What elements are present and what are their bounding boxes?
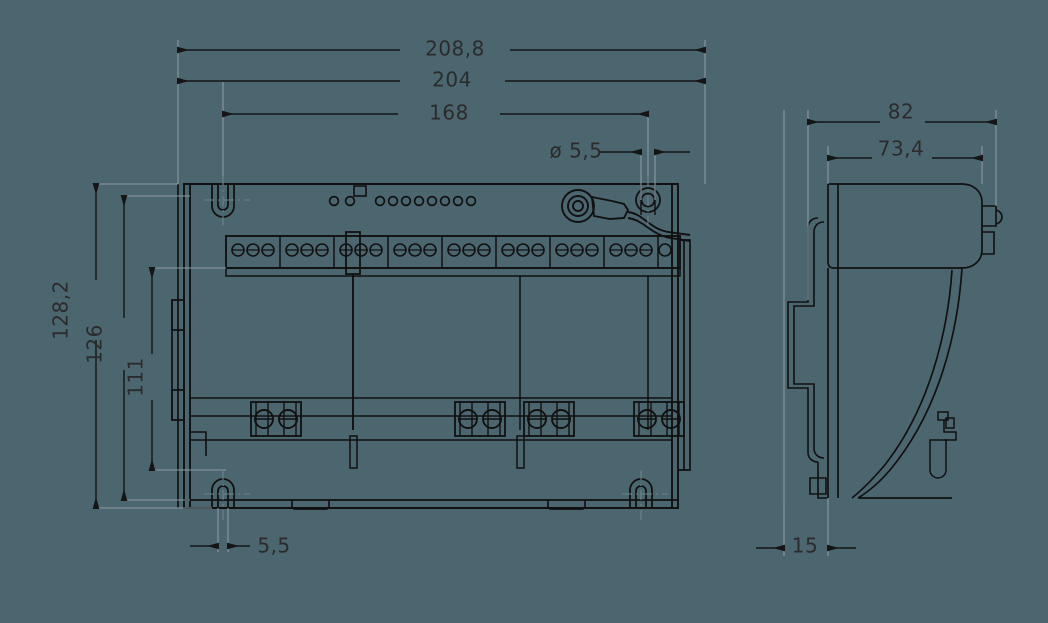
- lower-left-notch: [190, 431, 207, 456]
- dimension-lines: [92, 46, 997, 552]
- terminal-strip-top: [225, 235, 681, 277]
- terminal-block-3: [523, 401, 575, 437]
- dim-label-overall-height: 128,2: [49, 280, 73, 340]
- side-terminal-tab: [929, 411, 957, 479]
- dim-label-overall-depth: 82: [888, 100, 914, 124]
- centerlines: [204, 176, 668, 520]
- led-group-large: [374, 195, 477, 207]
- side-sloped-face: [851, 267, 963, 499]
- side-body-outline: [827, 183, 983, 498]
- front-view: [171, 183, 691, 510]
- dimension-extension-lines: [96, 40, 997, 556]
- internal-partitions: [190, 276, 672, 441]
- terminal-block-4: [633, 401, 685, 437]
- front-housing-outline: [183, 183, 679, 509]
- pin-details: [349, 435, 525, 469]
- dim-label-mount-width: 204: [432, 68, 472, 92]
- terminal-block-1: [250, 401, 302, 437]
- bottom-terminal-blocks: [250, 401, 685, 437]
- dim-label-clip-offset: 15: [792, 534, 818, 558]
- led-group-small: [328, 195, 356, 207]
- left-flange: [171, 184, 185, 508]
- antenna-connector: [561, 189, 691, 242]
- dim-label-inner-height: 111: [124, 357, 148, 397]
- dim-label-body-height: 126: [83, 324, 107, 364]
- dim-label-body-depth: 73,4: [878, 137, 925, 161]
- dim-label-hole-spacing: 168: [429, 101, 469, 125]
- dim-label-hole-diameter: ø 5,5: [550, 139, 603, 163]
- side-view: [783, 110, 1003, 499]
- din-rail-clip: [787, 217, 828, 499]
- side-connector-boss: [982, 205, 1003, 255]
- bottom-feet: [291, 500, 586, 510]
- port-square: [353, 185, 367, 197]
- terminal-block-2: [454, 401, 506, 437]
- dim-label-overall-width: 208,8: [425, 37, 485, 61]
- dim-label-slot-width: 5,5: [257, 534, 290, 558]
